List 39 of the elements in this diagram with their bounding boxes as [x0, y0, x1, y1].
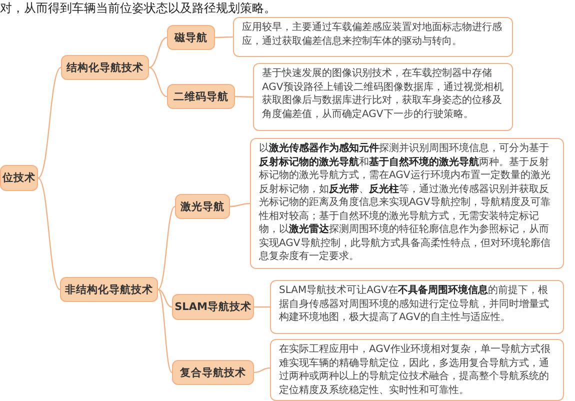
description-box: [233, 17, 513, 57]
connector-line: [148, 66, 168, 98]
topic-box: [167, 25, 215, 50]
topic-label: SLAM导航技术: [174, 300, 252, 314]
text-fragment: 对，从而得到车辆当前位姿状态以及路径规划策略。: [0, 0, 276, 17]
connector-line: [230, 202, 250, 208]
connector-line: [158, 288, 172, 308]
connector-line: [158, 206, 176, 290]
topic-box: [175, 194, 230, 219]
topic-label: 复合导航技术: [180, 366, 246, 380]
description-text: 以激光传感器作为感知元件探测并识别周围环境信息，可分为基于反射标记物的激光导航和基于自然环境的激光导航两种。基于反射标记物的激光导航方式，需在AGV运行环境内布置一定数量的激光反射标记物，如反光带、反光柱等，通过激光传感器识别并获取反光标记物的距离及角度信息来实现AGV导航控制，导航精度及可靠性相对较高；基于自然环境的激光导航方式，无需安装特定标记物，以激光雷达探测周围环境的特征轮廓信息作为参照标记，从而实现AGV导航控制，此导航方式具备高柔性特点，但对环境轮廓信息复杂度有一定要求。: [259, 143, 550, 262]
topic-label: 位技术: [2, 171, 36, 185]
topic-label: 磁导航: [174, 30, 208, 44]
topic-label: 结构化导航技术: [66, 60, 144, 74]
topic-box: [61, 55, 149, 80]
topic-label: 二维码导航: [174, 90, 228, 104]
connector-line: [254, 306, 270, 308]
connector-line: [148, 36, 168, 68]
topic-box: [60, 277, 158, 302]
connector-line: [38, 67, 62, 178]
topic-box: [0, 165, 38, 191]
description-text: 应用较早，主要通过车载偏差感应装置对地面标志物进行感应，通过获取偏差信息来控制车体的驱动与转向。: [242, 22, 502, 46]
description-box: [250, 138, 564, 269]
topic-box: [172, 294, 254, 320]
topic-box: [167, 84, 235, 109]
description-text: SLAM导航技术可让AGV在不具备周围环境信息的前提下，根据自身传感器对周围环境的感知进行定位导航，并同时增量式构建环境地图，极大提高了AGV的自主性与适应性。: [279, 285, 549, 323]
description-text: 基于快速发展的图像识别技术，在车载控制器中存储AGV预设路径上铺设二维码图像数据库，通过视觉相机获取图像后与数据库进行比对，获取车身姿态的位移及角度偏差值，从而确定AGV下一步的行驶策略。: [262, 68, 504, 120]
connector-line: [158, 289, 172, 373]
description-box: [253, 63, 513, 131]
topic-box: [172, 360, 254, 385]
connector-line: [235, 96, 253, 98]
connector-line: [254, 367, 270, 374]
connector-line: [38, 178, 60, 290]
description-box: [270, 339, 564, 401]
topic-label: 激光导航: [180, 200, 224, 214]
description-text: 在实际工程应用中，AGV作业环境相对复杂，单一导航方式很难实现车辆的精确导航定位，因此，多选用复合导航方式，通过两种或两种以上的导航定位技术融合，提高整个导航系统的定位精度及系统稳定性、实时性和可靠性。: [279, 344, 550, 396]
connector-line: [215, 36, 233, 38]
description-box: [270, 280, 564, 334]
topic-label: 非结构化导航技术: [65, 282, 153, 296]
